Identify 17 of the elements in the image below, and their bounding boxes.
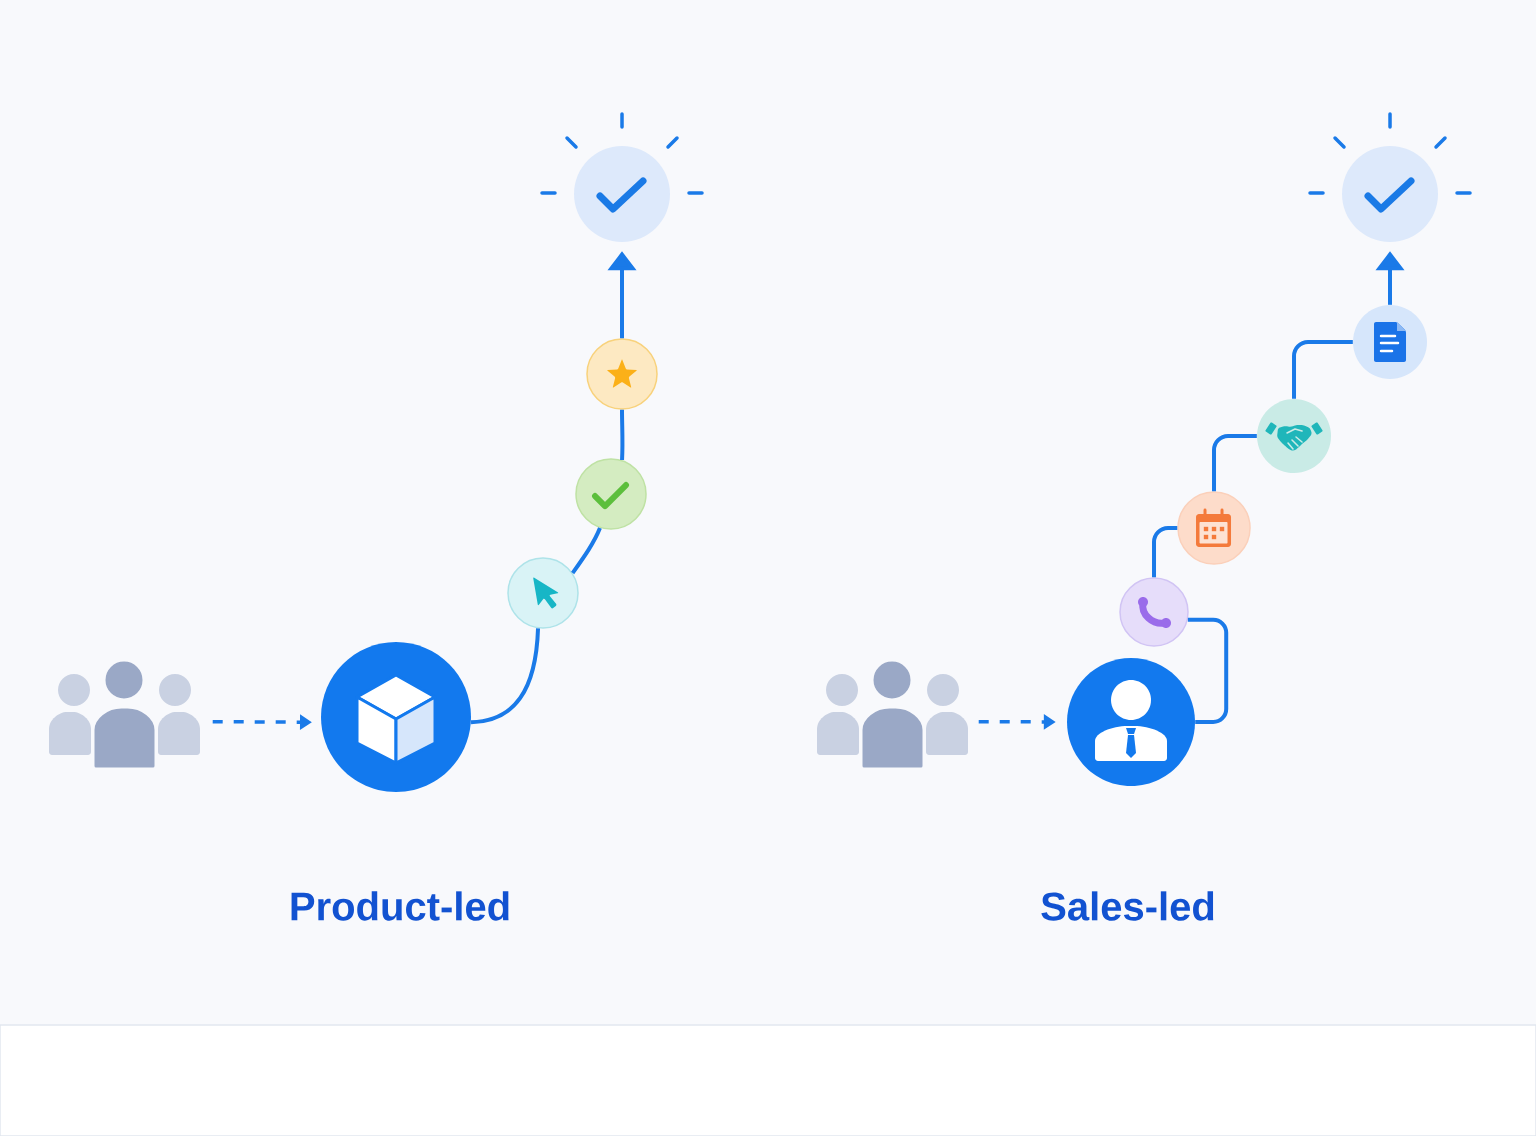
connector-line (571, 527, 602, 575)
connector-line (1152, 526, 1178, 578)
step-circle (586, 338, 658, 410)
goal-circle (574, 146, 670, 242)
step-circle (1119, 577, 1189, 647)
connector-line (1212, 434, 1257, 492)
goal-circle (1342, 146, 1438, 242)
step-circle (507, 557, 579, 629)
connector-line (470, 628, 541, 725)
section-label: Sales-led (1041, 891, 1214, 921)
section-label: Product-led (291, 891, 509, 921)
people-icon (49, 658, 200, 771)
step-circle (575, 458, 647, 530)
connector-line (1187, 617, 1229, 724)
people-icon (817, 658, 968, 771)
connector-line (620, 409, 625, 461)
connector-line (1292, 340, 1353, 399)
